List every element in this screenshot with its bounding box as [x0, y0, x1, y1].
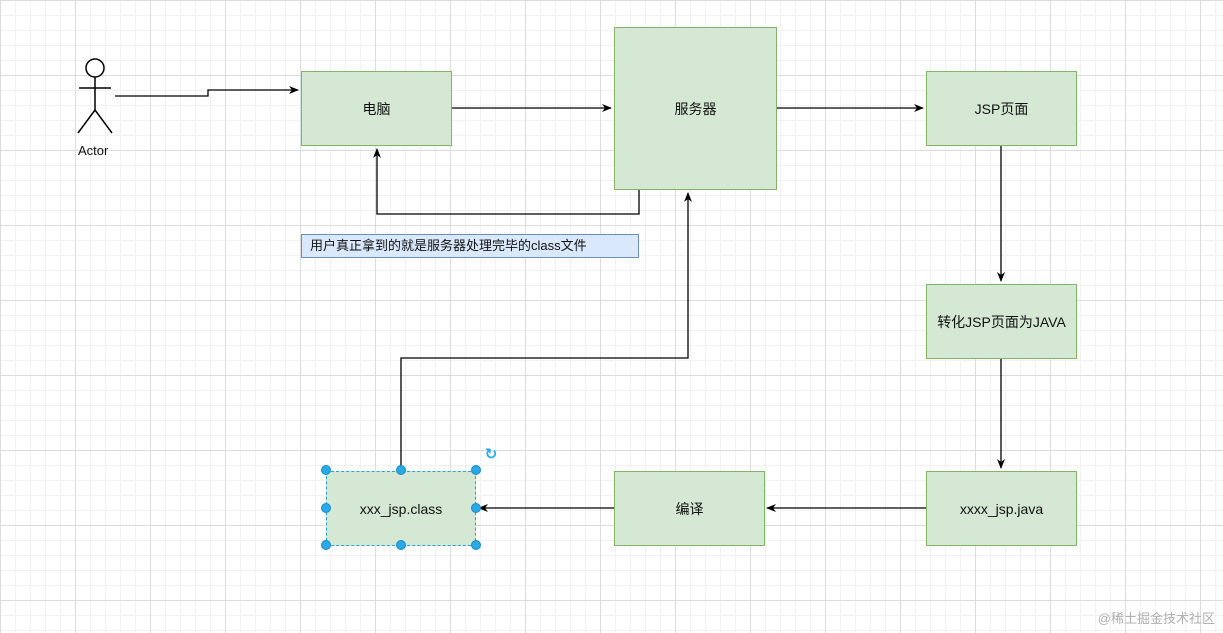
node-java-file-label: xxxx_jsp.java	[959, 500, 1044, 517]
watermark: @稀土掘金技术社区	[1097, 611, 1215, 626]
node-jsp-page-label: JSP页面	[974, 100, 1029, 117]
node-compile[interactable]: 编译	[614, 471, 765, 546]
resize-handle-top-right[interactable]	[471, 465, 481, 475]
actor-figure[interactable]	[77, 58, 113, 134]
resize-handle-right[interactable]	[471, 503, 481, 513]
resize-handle-bottom-left[interactable]	[321, 540, 331, 550]
node-compile-label: 编译	[675, 500, 704, 517]
node-class-file-label: xxx_jsp.class	[359, 500, 443, 517]
node-server[interactable]: 服务器	[614, 27, 777, 190]
node-computer-label: 电脑	[362, 100, 391, 117]
node-server-label: 服务器	[674, 100, 717, 117]
resize-handle-top[interactable]	[396, 465, 406, 475]
node-convert-jsp-to-java[interactable]: 转化JSP页面为JAVA	[926, 284, 1077, 359]
node-convert-label: 转化JSP页面为JAVA	[937, 313, 1066, 330]
resize-handle-bottom-right[interactable]	[471, 540, 481, 550]
rotate-handle-icon[interactable]: ↻	[484, 446, 498, 463]
edge-actor-to-computer[interactable]	[115, 86, 299, 97]
node-jsp-page[interactable]: JSP页面	[926, 71, 1077, 146]
resize-handle-left[interactable]	[321, 503, 331, 513]
note-user-gets-class-file[interactable]: 用户真正拿到的就是服务器处理完毕的class文件	[301, 234, 639, 258]
resize-handle-top-left[interactable]	[321, 465, 331, 475]
actor-label: Actor	[78, 143, 109, 158]
edge-class-to-server[interactable]	[400, 192, 692, 470]
resize-handle-bottom[interactable]	[396, 540, 406, 550]
node-java-file[interactable]: xxxx_jsp.java	[926, 471, 1077, 546]
node-class-file[interactable]: xxx_jsp.class	[326, 471, 476, 546]
edge-server-to-computer[interactable]	[373, 148, 640, 215]
node-computer[interactable]: 电脑	[301, 71, 452, 146]
